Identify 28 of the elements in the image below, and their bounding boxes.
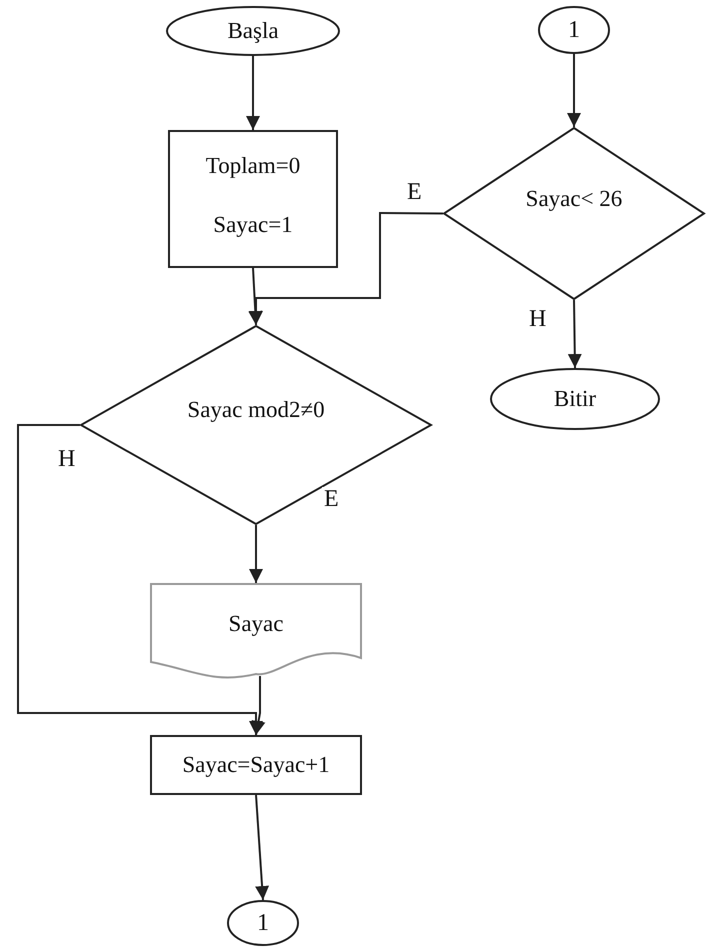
node-text: Sayac mod2≠0 [187,397,325,423]
arrow [255,794,270,900]
arrow [248,268,262,326]
decision-diamond [80,325,432,525]
arrow [249,525,263,583]
node-text: Başla [227,18,279,44]
arrow [249,212,443,325]
node-text: 1 [568,16,580,44]
node-text: Sayac< 26 [526,186,622,212]
arrow [17,424,263,735]
connector-circle [538,6,610,54]
arrow [568,300,582,368]
arrow [567,54,581,127]
start-ellipse [166,6,340,56]
decision-diamond [443,127,705,300]
connector-circle [227,900,299,946]
output-document [150,583,362,680]
arrow [252,676,266,736]
node-text: Sayac=1 [213,212,293,238]
end-ellipse [490,368,660,430]
node-text: Bitir [554,386,596,412]
node-text: Sayac [228,610,284,636]
node-text: 1 [257,910,269,936]
node-text: Sayac=Sayac+1 [182,752,330,778]
arrow [246,56,260,130]
process-box [150,735,362,795]
process-box [168,130,338,268]
node-text: Toplam=0 [206,152,300,178]
